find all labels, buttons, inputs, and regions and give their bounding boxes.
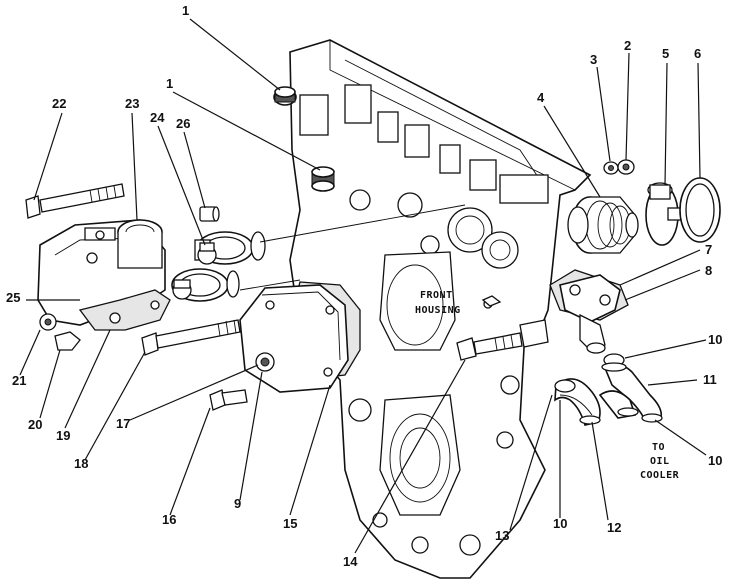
callout-5: 5 xyxy=(662,46,669,61)
callout-numbers: 1 1 2 3 4 5 6 7 8 9 10 10 10 11 12 13 14… xyxy=(6,3,722,569)
callout-20: 20 xyxy=(28,417,42,432)
thermostat-housing-gasket xyxy=(78,289,171,331)
callout-14: 14 xyxy=(343,554,358,569)
callout-6: 6 xyxy=(694,46,701,61)
callout-8: 8 xyxy=(705,263,712,278)
thermostat-25 xyxy=(171,268,240,302)
callout-3: 3 xyxy=(590,52,597,67)
callout-17: 17 xyxy=(116,416,130,431)
callout-7: 7 xyxy=(705,242,712,257)
callout-9: 9 xyxy=(234,496,241,511)
callout-18: 18 xyxy=(74,456,88,471)
callout-19: 19 xyxy=(56,428,70,443)
seal-assembly-4 xyxy=(567,196,639,254)
impeller-5 xyxy=(645,182,683,246)
hose-11 xyxy=(579,353,663,425)
o-ring-6 xyxy=(679,177,721,243)
leader-lines xyxy=(19,18,707,554)
plug-lower xyxy=(311,166,335,192)
callout-10-right: 10 xyxy=(708,453,722,468)
callout-11: 11 xyxy=(703,372,717,387)
callout-24: 24 xyxy=(150,110,165,125)
destination-label-line1: TO xyxy=(652,442,665,453)
dowel-26 xyxy=(199,206,220,222)
bolt-18 xyxy=(141,319,241,356)
callout-2: 2 xyxy=(624,38,631,53)
callout-1-upper: 1 xyxy=(182,3,189,18)
callout-10-bottom: 10 xyxy=(553,516,567,531)
bolt-16 xyxy=(209,389,248,411)
cover-plate xyxy=(239,284,349,393)
thermostat-24 xyxy=(194,231,266,265)
front-housing-label-line1: FRONT xyxy=(420,290,453,301)
front-housing xyxy=(289,39,592,579)
callout-1-lower: 1 xyxy=(166,76,173,91)
hose-12 xyxy=(554,378,601,426)
front-housing-label-line2: HOUSING xyxy=(415,305,461,316)
callout-12: 12 xyxy=(607,520,621,535)
callout-26: 26 xyxy=(176,116,190,131)
destination-label-line2: OIL xyxy=(650,456,670,467)
bolt-14 xyxy=(456,319,549,361)
callout-22: 22 xyxy=(52,96,66,111)
callout-25: 25 xyxy=(6,290,20,305)
callout-16: 16 xyxy=(162,512,176,527)
callout-15: 15 xyxy=(283,516,297,531)
elbow-7 xyxy=(549,269,629,354)
destination-label-line3: COOLER xyxy=(640,470,680,481)
bolt-22 xyxy=(25,183,125,219)
plug-upper xyxy=(273,86,297,106)
callout-13: 13 xyxy=(495,528,509,543)
callout-23: 23 xyxy=(125,96,139,111)
callout-4: 4 xyxy=(537,90,545,105)
callout-10-upper: 10 xyxy=(708,332,722,347)
callout-21: 21 xyxy=(12,373,26,388)
